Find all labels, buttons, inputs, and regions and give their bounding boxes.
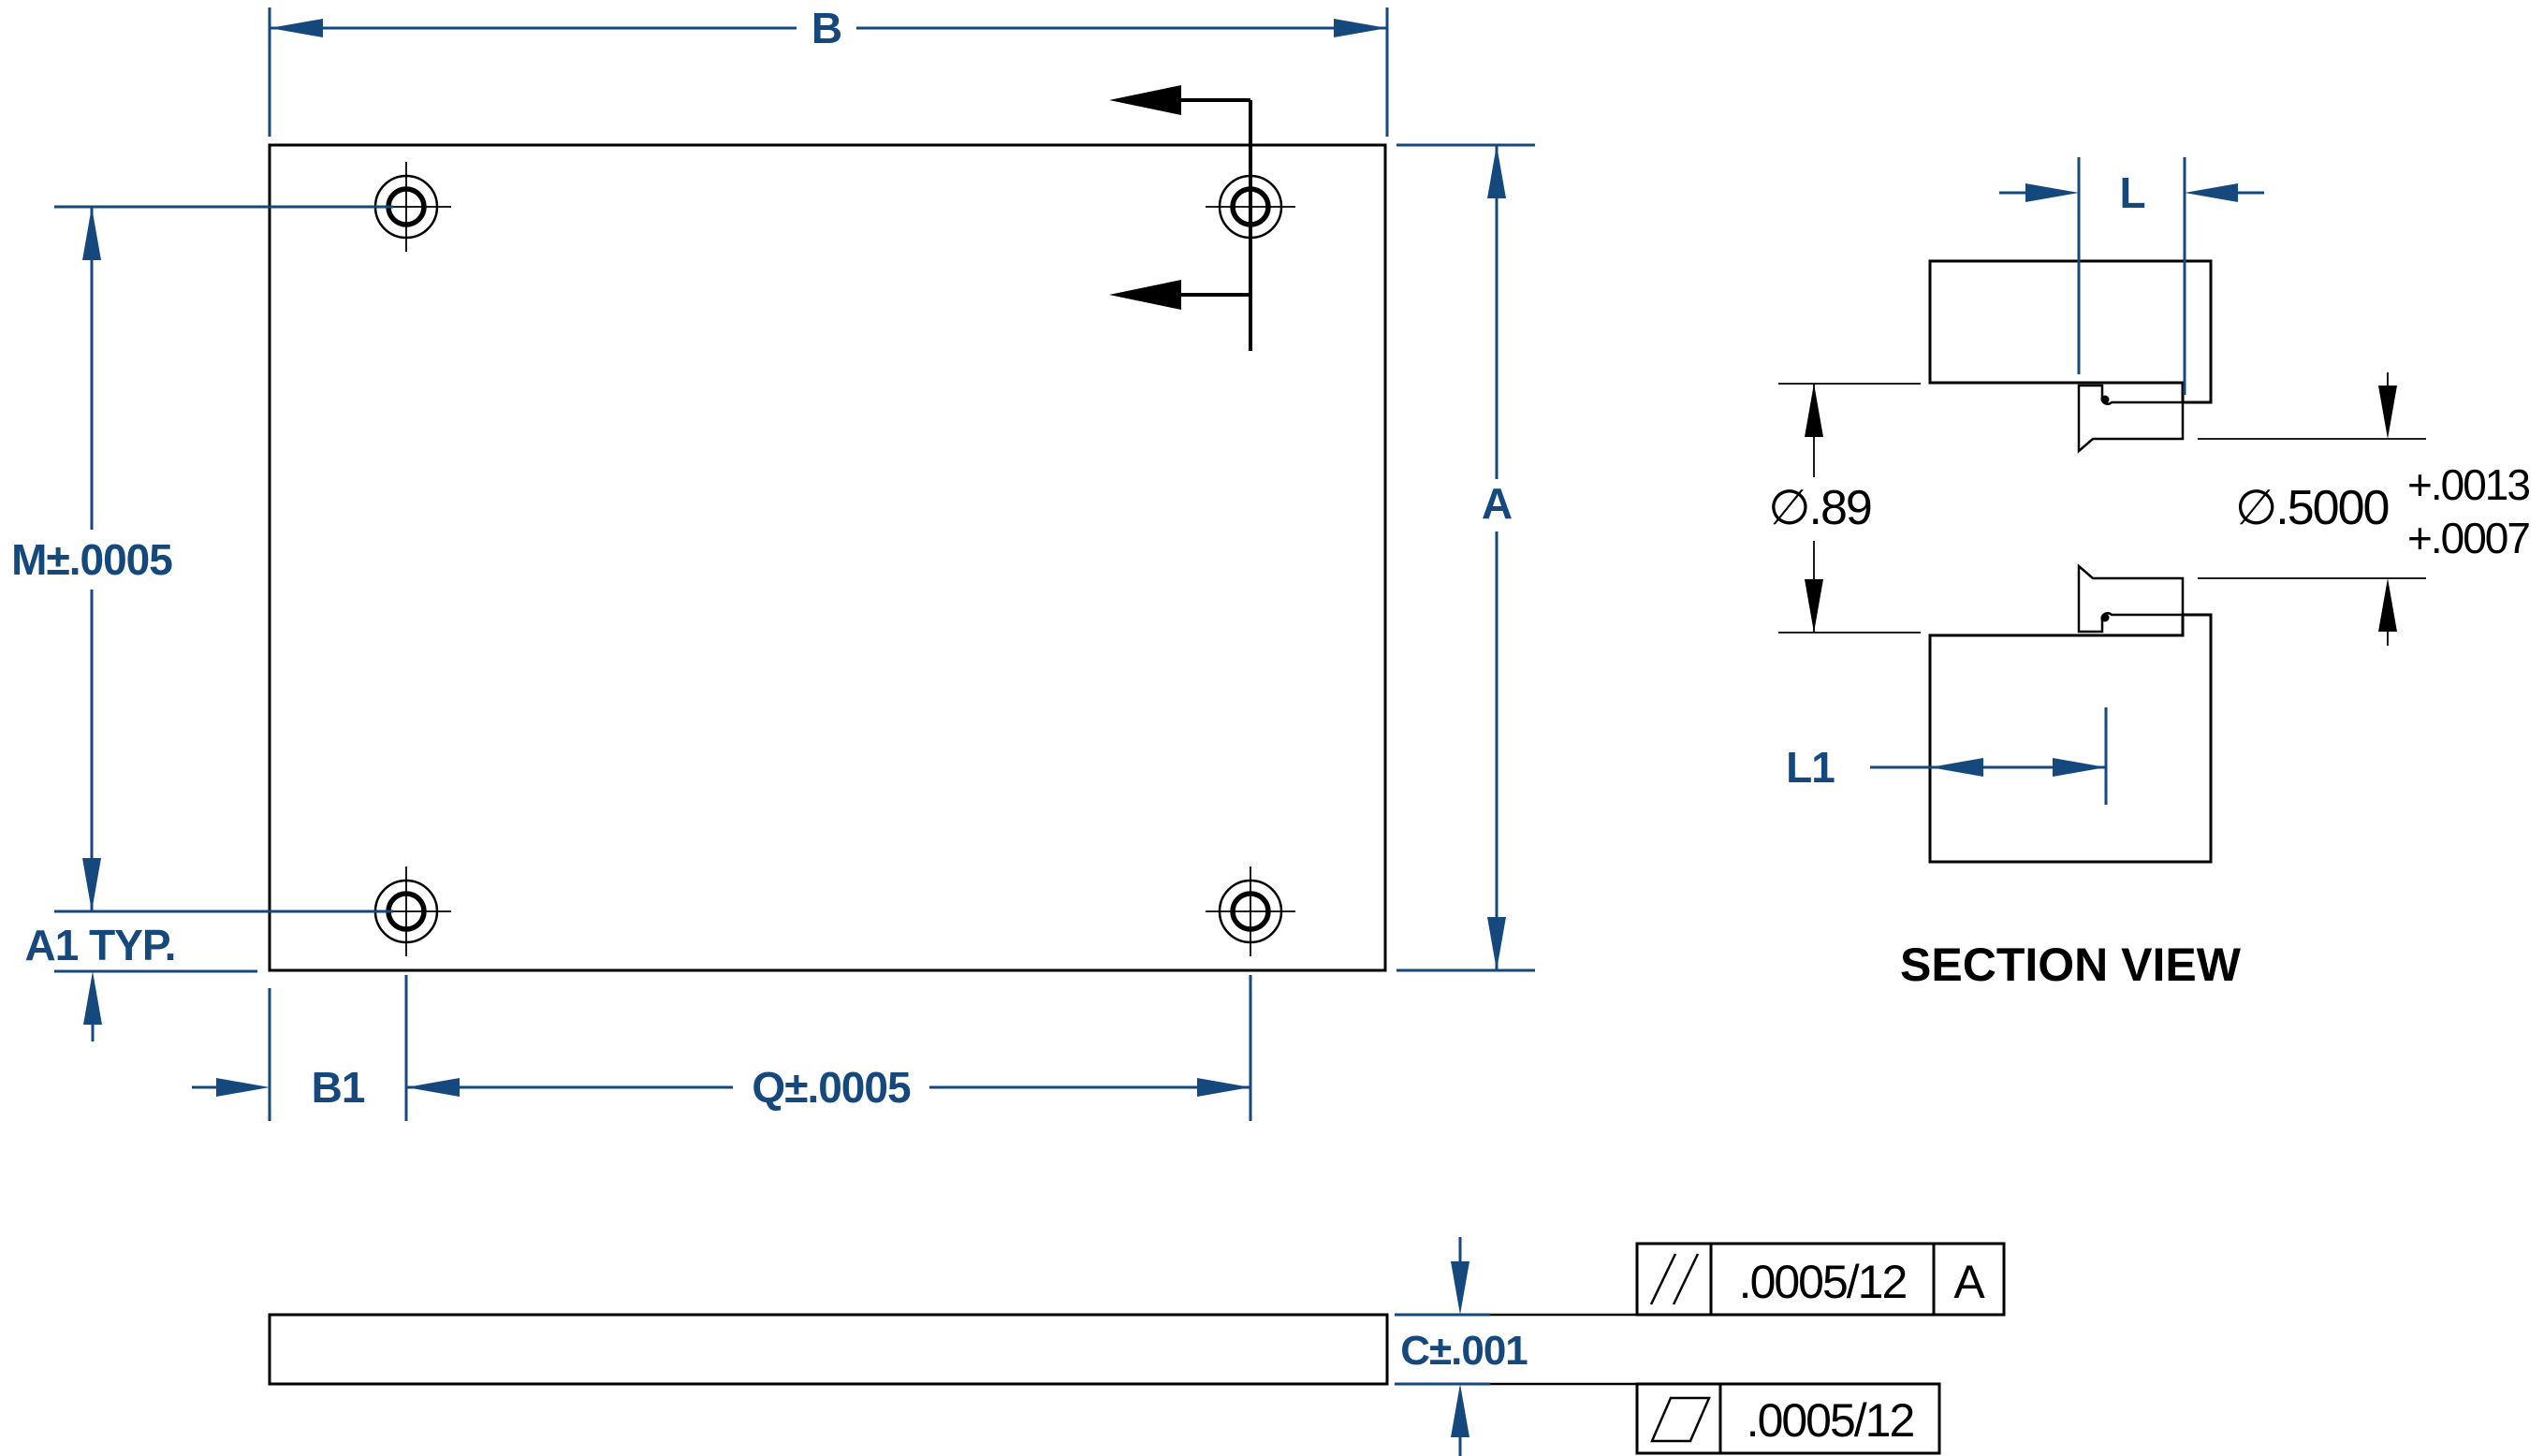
dim-arrow-icon <box>2378 386 2397 439</box>
dim-arrow-icon <box>1487 917 1506 970</box>
dim-arrow-icon <box>1487 145 1506 198</box>
dimension-B: B <box>268 4 1389 137</box>
flatness-symbol-icon <box>1650 1396 1711 1443</box>
dim-arrow-icon <box>1930 758 1983 777</box>
dim-arrow-icon <box>216 1078 270 1097</box>
section-view-title: SECTION VIEW <box>1900 939 2242 991</box>
dim-arrow-icon <box>1451 1261 1469 1315</box>
dim-label-id-tol-lower: +.0007 <box>2407 514 2529 562</box>
dimension-L1: L1 <box>1786 707 2108 805</box>
section-cut-line <box>1109 85 1252 351</box>
flatness-fcf: .0005/12 <box>1635 1382 1941 1455</box>
plate-outline <box>268 143 1387 972</box>
dim-arrow-icon <box>2378 578 2397 632</box>
dimension-A1: A1 TYP. <box>25 910 393 1041</box>
dim-label-Q: Q±.0005 <box>752 1063 911 1112</box>
bushing-hole-bottom-left <box>361 866 451 956</box>
dim-arrow-icon <box>270 19 323 37</box>
section-plate-lower <box>1928 613 2213 864</box>
dim-arrow-icon <box>83 971 102 1025</box>
dimension-B1: B1 <box>192 975 408 1121</box>
dimension-M: M±.0005 <box>11 205 393 911</box>
dim-label-C: C±.001 <box>1400 1328 1528 1374</box>
grind-relief-groove-icon <box>2100 613 2110 622</box>
bushing-hole-bottom-right <box>1206 866 1295 956</box>
dim-label-A1: A1 TYP. <box>25 921 176 969</box>
flatness-value: .0005/12 <box>1747 1394 1914 1447</box>
parallelism-value: .0005/12 <box>1739 1256 1907 1308</box>
dimension-C: C±.001 <box>1395 1237 1528 1456</box>
dim-label-id-dia: ∅.5000 <box>2235 481 2389 535</box>
section-bushing-upper-wall <box>2077 384 2185 454</box>
dim-arrow-icon <box>1805 579 1823 633</box>
dim-label-B1: B1 <box>312 1063 365 1112</box>
parallelism-datum: A <box>1953 1256 1985 1308</box>
section-view: ∅.89 ∅.5000 +.0013 +.0007 L <box>1768 157 2531 991</box>
dim-arrow-icon <box>2053 758 2106 777</box>
dim-arrow-icon <box>82 207 101 260</box>
dim-arrow-icon <box>406 1078 460 1097</box>
dimension-Q: Q±.0005 <box>406 975 1252 1121</box>
section-cut-arrow-icon <box>1109 85 1181 115</box>
dim-arrow-icon <box>1334 19 1387 37</box>
dim-arrow-icon <box>2185 183 2238 202</box>
dimension-L: L <box>1999 157 2264 395</box>
section-plate-upper <box>1928 259 2213 404</box>
section-bushing-lower-wall <box>2077 563 2185 633</box>
dim-label-L: L <box>2119 168 2144 217</box>
dim-label-A: A <box>1482 479 1512 528</box>
dim-arrow-icon <box>1197 1078 1250 1097</box>
dim-label-M: M±.0005 <box>11 535 172 584</box>
dim-label-L1: L1 <box>1786 743 1835 792</box>
dimension-bore-dia: ∅.89 <box>1768 383 1921 633</box>
dim-arrow-icon <box>82 858 101 911</box>
dimension-id-dia: ∅.5000 +.0013 +.0007 <box>2198 372 2531 646</box>
side-view-plate-outline <box>268 1313 1389 1386</box>
bushing-hole-top-left <box>361 162 451 252</box>
parallelism-fcf: .0005/12 A <box>1635 1242 2006 1317</box>
dim-label-B: B <box>811 4 841 52</box>
plan-view: B A M±.0005 A1 TYP. <box>11 4 1535 1121</box>
dimension-A: A <box>1396 143 1535 972</box>
parallelism-symbol-icon <box>1649 1253 1677 1305</box>
dim-arrow-icon <box>2025 183 2079 202</box>
side-view: C±.001 .0005/12 A .0005/12 <box>268 1237 2006 1456</box>
dim-label-bore-dia: ∅.89 <box>1768 481 1871 535</box>
grind-relief-groove-icon <box>2100 395 2110 404</box>
dim-arrow-icon <box>1451 1384 1469 1437</box>
section-cut-arrow-icon <box>1109 280 1181 310</box>
dim-arrow-icon <box>1805 384 1823 437</box>
dim-label-id-tol-upper: +.0013 <box>2407 460 2529 509</box>
